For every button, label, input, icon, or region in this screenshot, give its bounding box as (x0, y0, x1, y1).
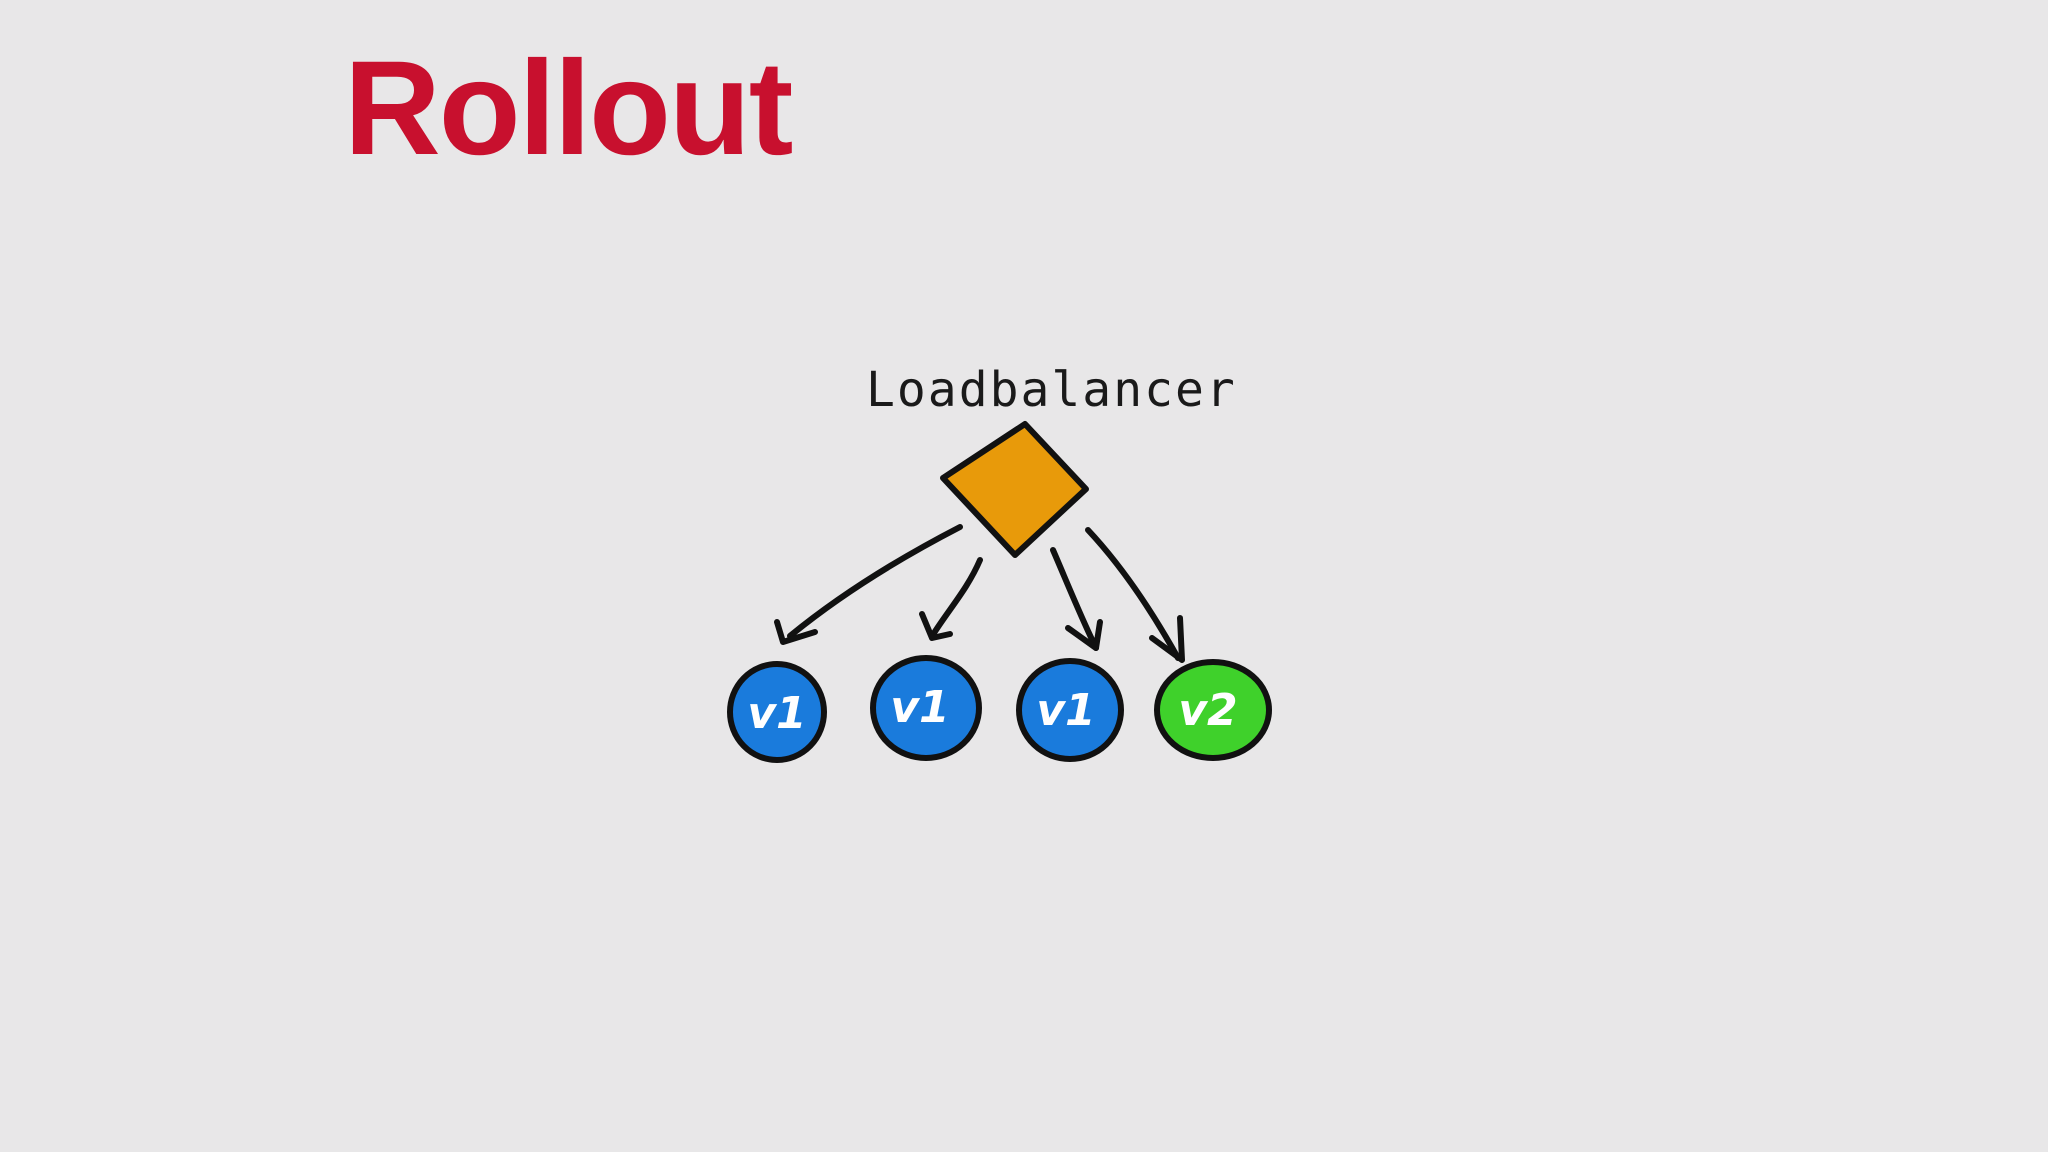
node-label: v2 (1178, 685, 1237, 736)
arrow-to-node-4 (1085, 527, 1185, 663)
loadbalancer-diamond (940, 421, 1089, 558)
node-label: v1 (747, 688, 806, 739)
arrow-to-node-3 (1050, 547, 1103, 651)
node-label: v1 (1036, 685, 1095, 736)
node-v1-1: v1 (727, 661, 827, 763)
node-v2: v2 (1154, 659, 1272, 761)
node-circle (1154, 659, 1272, 761)
slide-title: Rollout (344, 34, 793, 183)
node-label: v1 (890, 682, 949, 733)
arrow-to-node-2 (919, 557, 983, 641)
node-circle (870, 655, 982, 761)
arrow-to-node-1 (774, 524, 963, 645)
loadbalancer-label: Loadbalancer (866, 362, 1237, 418)
node-v1-2: v1 (870, 655, 982, 761)
node-v1-3: v1 (1016, 658, 1124, 762)
node-circle (1016, 658, 1124, 762)
node-circle (727, 661, 827, 763)
